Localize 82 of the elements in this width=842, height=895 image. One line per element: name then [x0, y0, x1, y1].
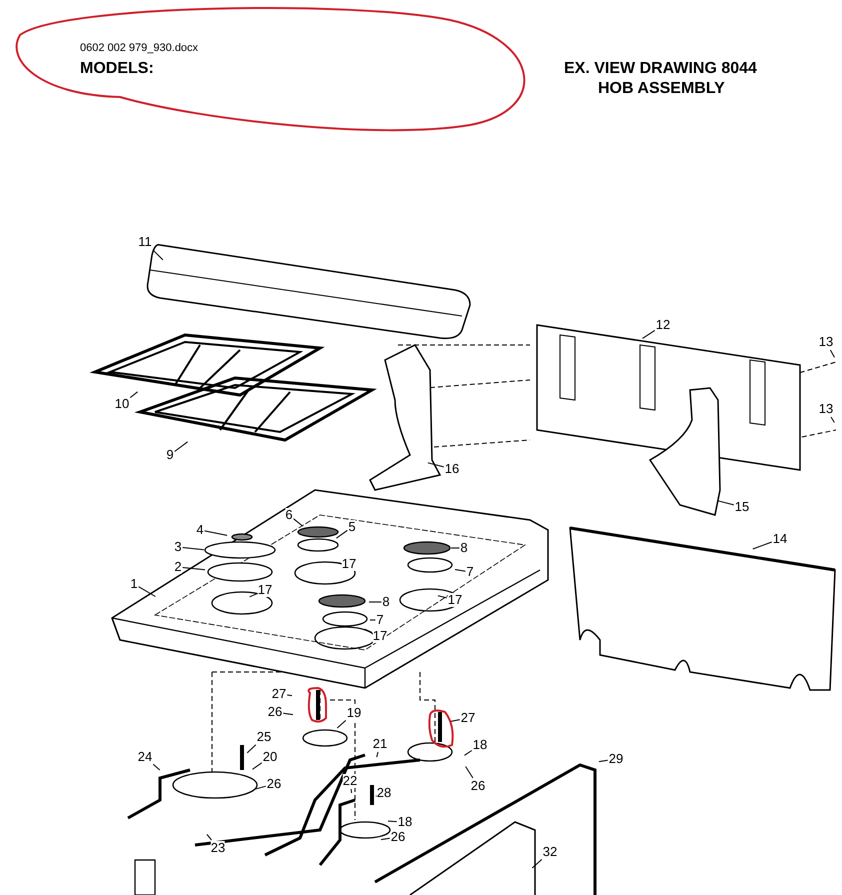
- leader-line: [293, 518, 304, 527]
- leader-line: [465, 766, 474, 778]
- callout-number: 18: [398, 815, 412, 829]
- callout-number: 13: [818, 335, 834, 349]
- leader-line: [182, 567, 206, 570]
- drawing-subtitle: HOB ASSEMBLY: [598, 80, 725, 98]
- leader-line: [376, 752, 378, 758]
- callout-number: 15: [734, 500, 750, 514]
- file-name: 0602 002 979_930.docx: [80, 42, 198, 54]
- leader-line: [427, 462, 444, 468]
- callout-number: 32: [542, 845, 558, 859]
- callout-number: 21: [372, 737, 388, 751]
- callout-number: 17: [342, 557, 356, 571]
- leader-line: [464, 750, 472, 756]
- callout-number: 5: [348, 520, 356, 534]
- callout-number: 11: [138, 235, 152, 249]
- callout-number: 26: [390, 830, 406, 844]
- callout-number: 10: [114, 397, 130, 411]
- leader-line: [138, 586, 156, 597]
- callout-number: 28: [376, 786, 392, 800]
- leader-line: [642, 330, 656, 339]
- callout-number: 29: [608, 752, 624, 766]
- leader-line: [182, 547, 204, 550]
- leader-line: [174, 441, 188, 452]
- callout-number: 9: [166, 448, 174, 462]
- leader-line: [717, 500, 734, 506]
- callout-number: 19: [346, 706, 362, 720]
- callout-number: 23: [210, 841, 226, 855]
- leader-line: [830, 416, 835, 423]
- drawing-title: EX. VIEW DRAWING 8044: [564, 60, 757, 78]
- callout-number: 16: [444, 462, 460, 476]
- callout-number: 8: [382, 595, 390, 609]
- leader-line: [830, 350, 835, 358]
- model-label: MODELS:: [80, 60, 154, 78]
- callout-number: 7: [466, 565, 474, 579]
- callout-number: 14: [772, 532, 788, 546]
- leader-line: [450, 719, 460, 722]
- callout-number: 17: [372, 629, 388, 643]
- leader-line: [350, 788, 352, 794]
- leader-line: [454, 569, 466, 572]
- leader-line: [388, 820, 398, 822]
- leader-line: [336, 720, 346, 728]
- callout-number: 2: [174, 560, 182, 574]
- callout-number: 25: [256, 730, 272, 744]
- leader-line: [332, 562, 342, 564]
- leader-line: [598, 760, 608, 762]
- leader-line: [246, 744, 256, 754]
- callout-number: 26: [470, 779, 486, 793]
- callout-number: 24: [138, 750, 152, 764]
- callout-number: 8: [460, 541, 468, 555]
- callout-number: 26: [268, 705, 282, 719]
- callout-number: 20: [262, 750, 278, 764]
- callout-number: 1: [130, 577, 138, 591]
- leader-line: [152, 764, 160, 770]
- leader-line: [254, 786, 266, 790]
- leader-line: [437, 595, 448, 598]
- leader-line: [752, 542, 772, 550]
- callout-number: 13: [818, 402, 834, 416]
- callout-number: 27: [460, 711, 476, 725]
- callout-number: 22: [342, 774, 358, 788]
- leader-line: [152, 249, 164, 260]
- callout-number: 3: [174, 540, 182, 554]
- leader-line: [364, 628, 372, 633]
- leader-line: [282, 712, 294, 716]
- leader-line: [130, 391, 138, 398]
- leader-line: [380, 838, 390, 840]
- callout-number: 27: [272, 687, 286, 701]
- callout-number: 18: [472, 738, 488, 752]
- callout-number: 4: [196, 523, 204, 537]
- callout-number: 12: [656, 318, 670, 332]
- leader-line: [252, 762, 262, 770]
- callout-number: 17: [448, 593, 462, 607]
- leader-line: [532, 858, 542, 868]
- callout-number: 26: [266, 777, 282, 791]
- callout-number: 6: [285, 508, 293, 522]
- leader-line: [249, 593, 258, 598]
- leader-line: [206, 834, 212, 840]
- leader-line: [336, 530, 348, 539]
- callout-number: 7: [376, 613, 384, 627]
- callout-number: 17: [258, 583, 272, 597]
- leader-line: [204, 530, 228, 536]
- leader-line: [286, 694, 292, 696]
